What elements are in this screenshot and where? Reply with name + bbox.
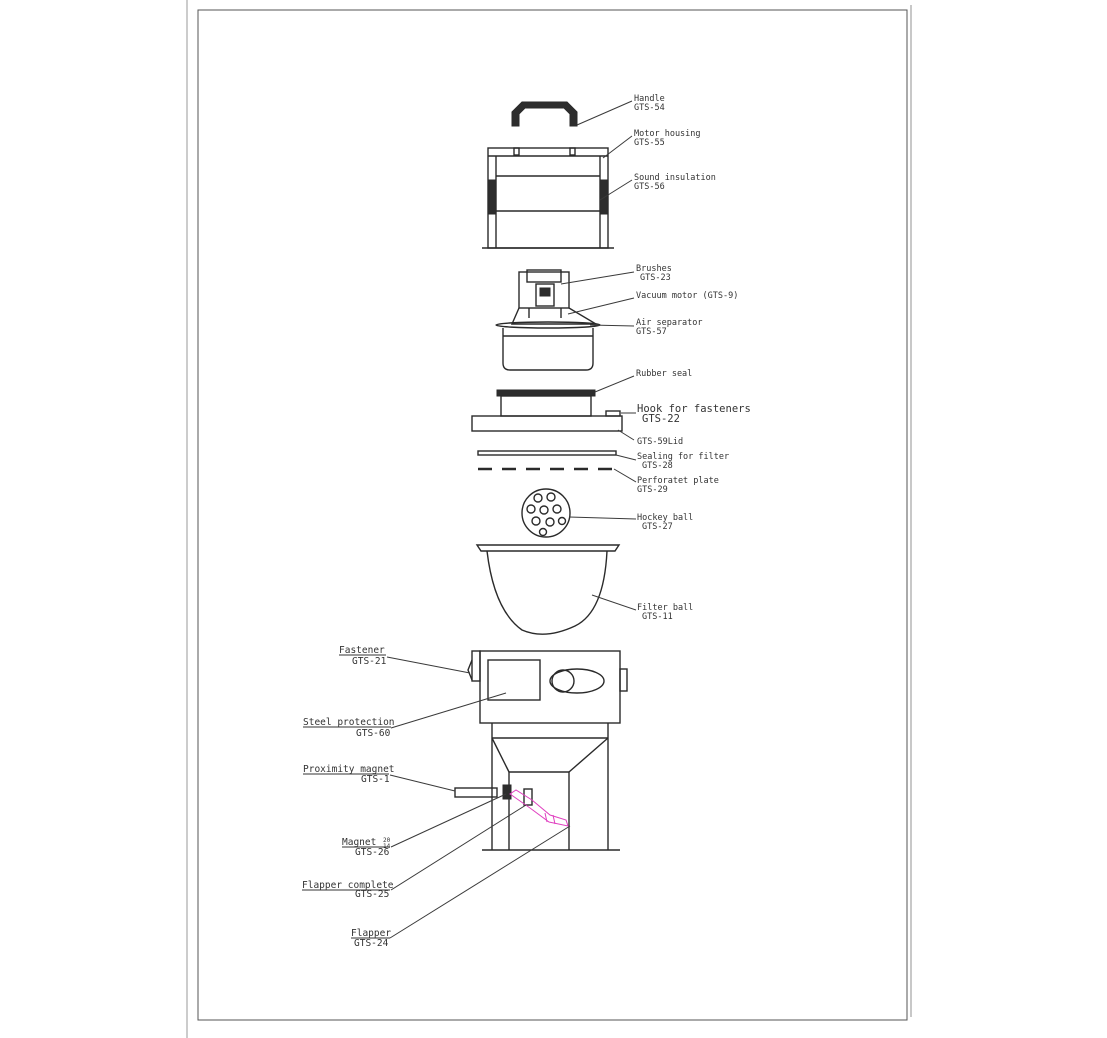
label-vacuum-motor: Vacuum motor (GTS-9)	[636, 291, 738, 301]
code-handle: GTS-54	[634, 103, 665, 113]
label-brushes: Brushes	[636, 264, 672, 274]
label-handle: Handle	[634, 94, 665, 104]
motor-housing-part	[482, 147, 614, 249]
code-fastener: GTS-21	[352, 656, 387, 667]
code-sealing-filter: GTS-28	[642, 461, 673, 471]
label-sealing-filter: Sealing for filter	[637, 452, 729, 462]
code-magnet: GTS-26	[355, 847, 390, 858]
leader-lines-left	[386, 656, 571, 939]
filter-ball-part	[475, 544, 621, 635]
code-flapper: GTS-24	[354, 938, 389, 949]
handle-part	[511, 101, 578, 127]
drawing-frame	[197, 9, 908, 1021]
lid-part	[471, 395, 623, 432]
code-perforated-plate: GTS-29	[637, 485, 668, 495]
label-steel-protection: Steel protection	[303, 717, 395, 728]
code-motor-housing: GTS-55	[634, 138, 665, 148]
label-sound-insulation: Sound insulation	[634, 173, 716, 183]
code-sound-insulation: GTS-56	[634, 182, 665, 192]
code-air-separator: GTS-57	[636, 327, 667, 337]
code-brushes: GTS-23	[640, 273, 671, 283]
label-hook-fasteners: Hook for fasteners	[637, 403, 751, 415]
code-hockey-ball: GTS-27	[642, 522, 673, 532]
label-proximity-magnet: Proximity magnet	[303, 764, 395, 775]
label-hockey-ball: Hockey ball	[637, 513, 693, 523]
label-perforated-plate: Perforatet plate	[637, 476, 719, 486]
sealing-filter-part	[477, 450, 617, 456]
code-hook-fasteners: GTS-22	[642, 413, 680, 425]
labels-right: Handle GTS-54 Motor housing GTS-55 Sound…	[634, 94, 751, 622]
air-separator-part	[495, 321, 601, 371]
labels-left: Fastener GTS-21 Steel protection GTS-60 …	[302, 645, 395, 949]
label-rubber-seal: Rubber seal	[636, 369, 692, 379]
code-filter-ball: GTS-11	[642, 612, 673, 622]
leader-lines-right	[560, 100, 637, 611]
label-fastener: Fastener	[339, 645, 385, 656]
code-proximity-magnet: GTS-1	[361, 774, 390, 785]
vacuum-motor-part	[510, 269, 599, 325]
hockey-ball-part	[521, 488, 571, 538]
code-flapper-complete: GTS-25	[355, 889, 389, 900]
label-air-separator: Air separator	[636, 318, 703, 328]
code-steel-protection: GTS-60	[356, 728, 391, 739]
label-flapper: Flapper	[351, 928, 391, 939]
label-magnet: Magnet	[342, 837, 376, 848]
container-part	[454, 650, 628, 851]
label-lid: GTS-59Lid	[637, 437, 683, 447]
label-filter-ball: Filter ball	[637, 603, 693, 613]
label-motor-housing: Motor housing	[634, 129, 701, 139]
label-flapper-complete: Flapper complete	[302, 880, 394, 891]
rubber-seal-part	[496, 389, 596, 397]
